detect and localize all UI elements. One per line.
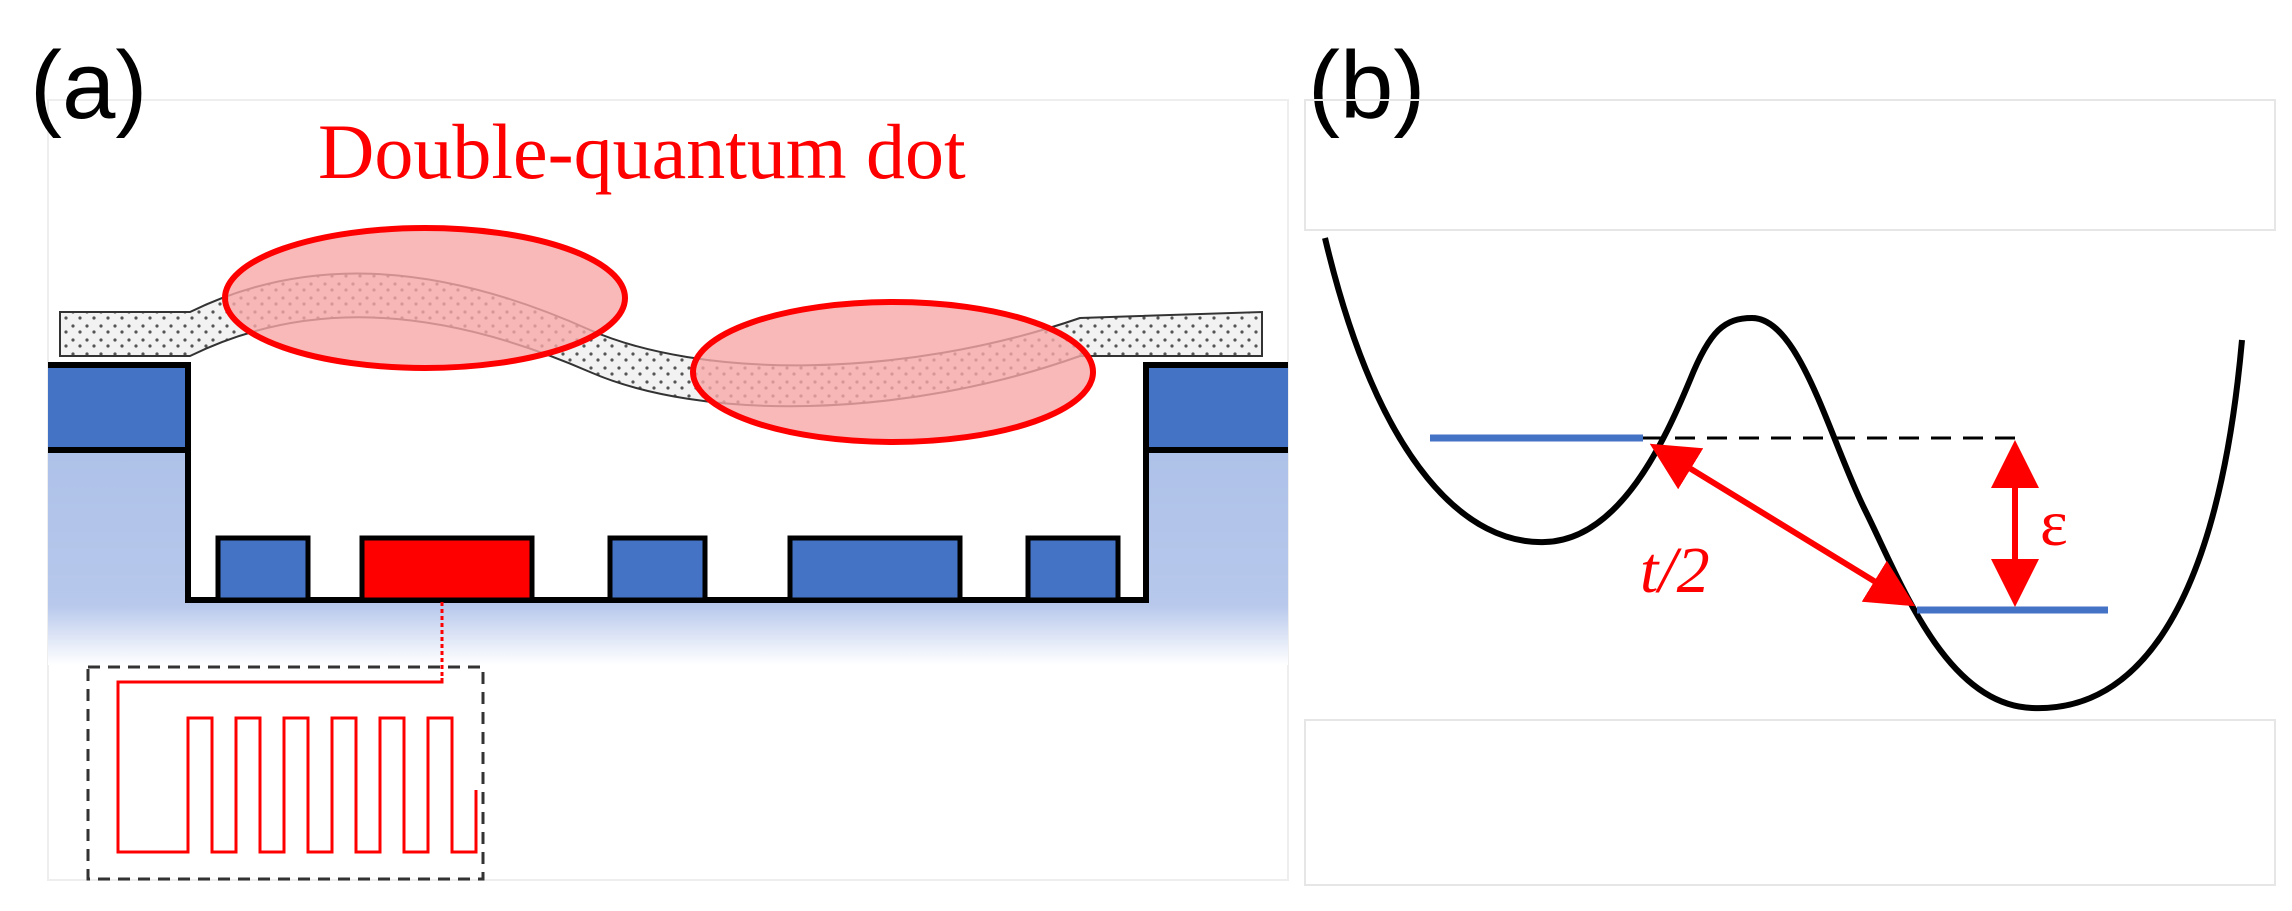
- panel-a-title: Double-quantum dot: [318, 108, 966, 195]
- gate-1: [215, 535, 311, 603]
- detuning-label: ε: [2040, 487, 2068, 560]
- resonator-meander: [116, 678, 478, 854]
- quantum-dot-right: [690, 299, 1096, 445]
- right-top-block: [1146, 365, 1288, 450]
- tunneling-label: t/2: [1640, 534, 1710, 607]
- double-well-potential: [1322, 237, 2245, 712]
- quantum-dot-left: [222, 225, 628, 371]
- gate-4: [787, 535, 963, 603]
- panel-b-frame-top: [1304, 99, 2276, 231]
- panel-b: (b) t/2 ε: [1304, 32, 2276, 886]
- panel-a: (a) Double-quantum dot: [30, 32, 1289, 881]
- gate-3: [607, 535, 708, 603]
- panel-b-frame-bottom: [1304, 719, 2276, 886]
- tunneling-arrow: [1649, 443, 1916, 607]
- resonator-box: [86, 665, 485, 881]
- gate-2-plunger: [359, 535, 535, 603]
- left-top-block: [48, 365, 188, 450]
- gate-5: [1025, 535, 1121, 603]
- panel-a-label: (a): [30, 32, 147, 139]
- panel-b-label: (b): [1308, 32, 1425, 139]
